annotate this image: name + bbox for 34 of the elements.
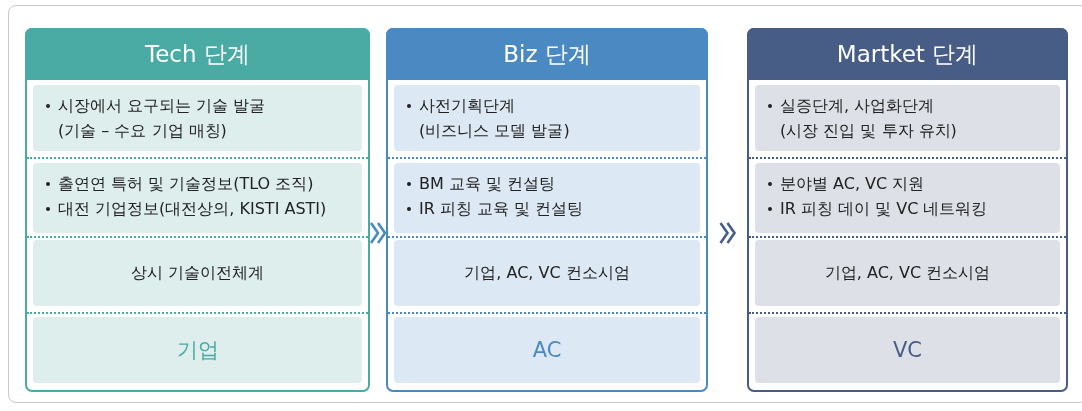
column-header: Biz 단계 <box>386 28 708 80</box>
info-cell <box>755 163 1060 233</box>
cell-text: 상시 기술이전체계 <box>130 262 265 284</box>
info-cell <box>33 85 362 151</box>
info-cell <box>394 317 700 383</box>
bullet-text: IR 피칭 데이 및 VC 네트워킹 <box>780 199 988 218</box>
info-cell <box>394 240 700 306</box>
bullet-text: 실증단계, 사업화단계 (시장 진입 및 투자 유치) <box>780 96 957 140</box>
info-cell <box>755 317 1060 383</box>
info-cell <box>755 85 1060 151</box>
role-label: AC <box>532 338 562 362</box>
info-cell <box>33 317 362 383</box>
bullet-text: IR 피칭 교육 및 컨설팅 <box>419 199 584 218</box>
bullet-text: 사전기획단계 (비즈니스 모델 발굴) <box>419 96 570 140</box>
info-cell <box>394 163 700 233</box>
role-label: 기업 <box>176 337 219 364</box>
stage-column <box>386 28 708 392</box>
cell-text: 기업, AC, VC 컨소시엄 <box>824 262 991 284</box>
info-cell <box>33 163 362 233</box>
cell-text: 기업, AC, VC 컨소시엄 <box>464 262 630 284</box>
stage-column <box>25 28 370 392</box>
column-header: Tech 단계 <box>25 28 370 80</box>
stage-column <box>747 28 1068 392</box>
bullet-text: 분야별 AC, VC 지원 <box>780 174 925 193</box>
info-cell <box>33 240 362 306</box>
bullet-text: 출연연 특허 및 기술정보(TLO 조직) <box>58 174 314 193</box>
column-header: Martket 단계 <box>747 28 1068 80</box>
chevron-arrow <box>368 221 388 245</box>
bullet-text: 대전 기업정보(대전상의, KISTI ASTI) <box>58 199 327 218</box>
info-cell <box>394 85 700 151</box>
role-label: VC <box>893 338 922 362</box>
bullet-text: 시장에서 요구되는 기술 발굴 (기술 – 수요 기업 매칭) <box>58 96 266 140</box>
bullet-text: BM 교육 및 컨설팅 <box>419 174 556 193</box>
info-cell <box>755 240 1060 306</box>
